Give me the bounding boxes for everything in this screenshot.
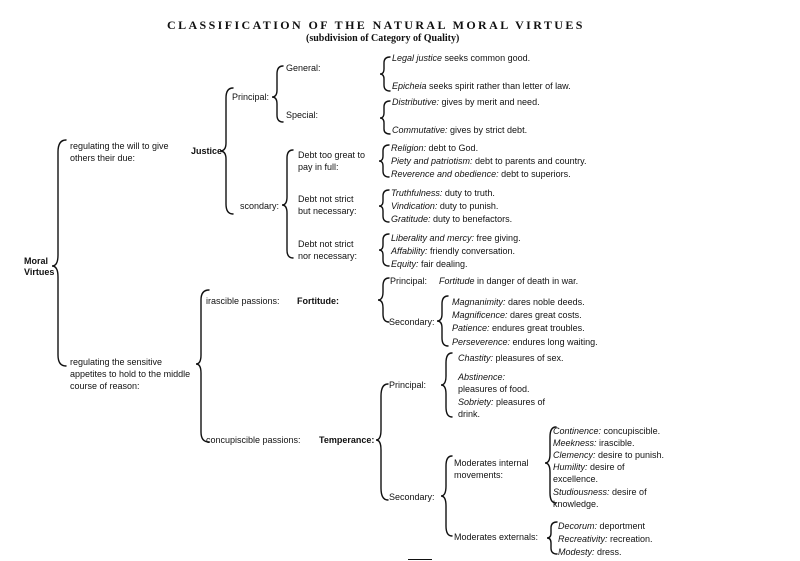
debt-group-label: Debt not strict nor necessary: (298, 239, 358, 261)
brace-debt-3 (378, 233, 390, 267)
brace-fortitude (377, 277, 390, 323)
diagram-title: CLASSIFICATION OF THE NATURAL MORAL VIRT… (167, 18, 585, 32)
brace-temperance-secondary (440, 455, 453, 537)
internal-item: Continence: concupiscible. (553, 426, 661, 436)
brace-fortitude-secondary (436, 295, 449, 347)
fortitude-principal-item: Fortitude in danger of death in war. (439, 276, 579, 286)
fortitude-principal-label: Principal: (390, 276, 428, 286)
debt-item: Truthfulness: duty to truth. (391, 188, 495, 198)
general-label: General: (286, 63, 321, 73)
brace-debt-2 (378, 189, 390, 223)
debt-group-label: Debt not strict but necessary: (298, 194, 357, 216)
brace-externals (546, 521, 558, 555)
temperance-principal-item: Sobriety: pleasures of drink. (458, 397, 546, 419)
justice-secondary-label: scondary: (240, 201, 280, 211)
debt-item: Gratitude: duty to benefactors. (391, 214, 513, 224)
irascible-label: irascible passions: (206, 296, 280, 306)
temperance-principal-label: Principal: (389, 380, 427, 390)
page-footer-rule (408, 559, 432, 560)
brace-special (379, 100, 391, 135)
internal-item: Humility: desire of excellence. (553, 462, 625, 484)
brace-temperance-principal (440, 352, 453, 418)
internal-item: Clemency: desire to punish. (553, 450, 665, 460)
internal-movements-label: Moderates internal movements: (454, 458, 529, 480)
concupiscible-label: concupiscible passions: (206, 435, 301, 445)
fortitude-label: Fortitude: (297, 296, 339, 306)
debt-item: Affability: friendly conversation. (391, 246, 516, 256)
root-label: Moral Virtues (24, 256, 55, 277)
externals-label: Moderates externals: (454, 532, 539, 542)
debt-item: Piety and patriotism: debt to parents an… (391, 156, 587, 166)
internal-item: Meekness: irascible. (553, 438, 635, 448)
internal-item: Studiousness: desire of knowledge. (553, 487, 647, 509)
brace-general (379, 56, 391, 92)
debt-item: Equity: fair dealing. (391, 259, 468, 269)
fortitude-secondary-item: Magnanimity: dares noble deeds. (452, 297, 585, 307)
appetites-label: regulating the sensitive appetites to ho… (70, 357, 191, 391)
externals-item: Decorum: deportment (558, 521, 646, 531)
debt-item: Vindication: duty to punish. (391, 201, 499, 211)
will-label: regulating the will to give others their… (70, 141, 169, 163)
special-item: Commutative: gives by strict debt. (392, 125, 528, 135)
externals-item: Recreativity: recreation. (558, 534, 653, 544)
debt-item: Reverence and obedience: debt to superio… (391, 169, 571, 179)
brace-temperance (375, 383, 389, 501)
temperance-principal-item: Abstinence: pleasures of food. (458, 372, 530, 394)
debt-item: Religion: debt to God. (391, 143, 479, 153)
temperance-principal-item: Chastity: pleasures of sex. (458, 353, 564, 363)
justice-principal-label: Principal: (232, 92, 270, 102)
fortitude-secondary-item: Perseverence: endures long waiting. (452, 337, 598, 347)
general-item: Epicheia seeks spirit rather than letter… (392, 81, 571, 91)
brace-justice-principal (271, 65, 284, 123)
externals-item: Modesty: dress. (558, 547, 622, 557)
diagram-subtitle: (subdivision of Category of Quality) (306, 33, 460, 44)
special-item: Distributive: gives by merit and need. (392, 97, 540, 107)
debt-item: Liberality and mercy: free giving. (391, 233, 521, 243)
fortitude-secondary-item: Patience: endures great troubles. (452, 323, 585, 333)
temperance-label: Temperance: (319, 435, 375, 445)
justice-label: Justice (191, 146, 223, 156)
temperance-secondary-label: Secondary: (389, 492, 435, 502)
special-label: Special: (286, 110, 319, 120)
brace-root (51, 139, 67, 367)
brace-justice-secondary (281, 149, 294, 259)
fortitude-secondary-item: Magnificence: dares great costs. (452, 310, 582, 320)
debt-group-label: Debt too great to pay in full: (298, 150, 366, 172)
general-item: Legal justice seeks common good. (392, 53, 531, 63)
fortitude-secondary-label: Secondary: (389, 317, 435, 327)
brace-debt-1 (378, 144, 390, 178)
